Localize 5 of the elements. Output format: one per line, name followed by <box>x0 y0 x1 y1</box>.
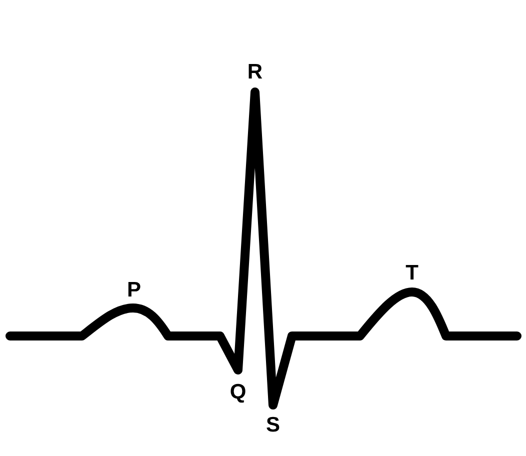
wave-label: S <box>266 414 280 436</box>
wave-label: P <box>127 280 141 300</box>
wave-label: T <box>406 262 418 284</box>
wave-label: R <box>247 62 263 82</box>
wave-label: Q <box>230 382 246 402</box>
